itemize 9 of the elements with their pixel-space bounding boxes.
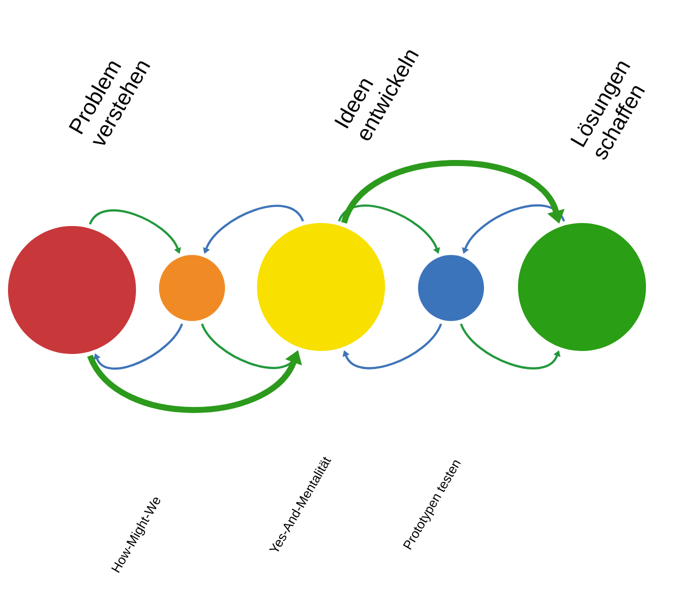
arrow — [94, 323, 184, 370]
circle — [257, 223, 385, 351]
circle — [418, 255, 484, 321]
arrow — [342, 323, 442, 370]
circle — [159, 255, 225, 321]
circle — [8, 226, 136, 354]
arrow — [460, 323, 560, 370]
circle — [518, 223, 646, 351]
arrow — [341, 160, 565, 224]
